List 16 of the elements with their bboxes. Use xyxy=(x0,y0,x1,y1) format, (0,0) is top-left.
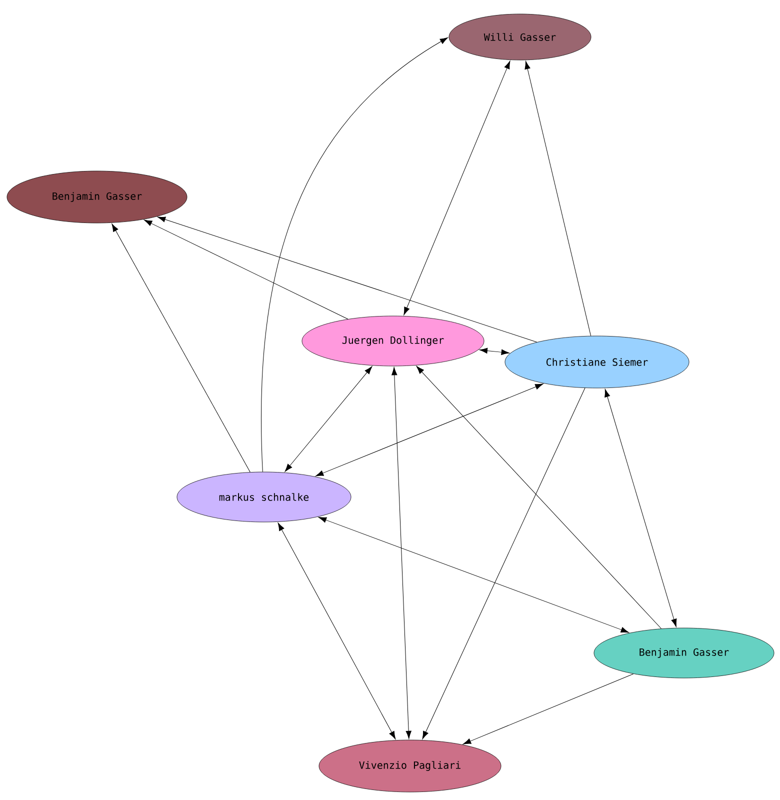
arrow xyxy=(479,348,510,355)
arrow xyxy=(416,366,662,629)
arrow xyxy=(144,220,348,320)
arrow xyxy=(278,522,396,740)
arrow xyxy=(112,224,250,472)
arrow xyxy=(261,37,448,472)
arrow xyxy=(422,388,586,740)
arrow xyxy=(315,384,544,476)
arrow xyxy=(318,517,629,633)
arrow xyxy=(462,674,634,744)
arrow xyxy=(157,216,538,342)
arrow xyxy=(604,388,677,628)
arrow xyxy=(404,60,510,316)
arrow xyxy=(284,366,372,472)
arrow xyxy=(524,61,592,336)
arrow xyxy=(392,367,412,739)
